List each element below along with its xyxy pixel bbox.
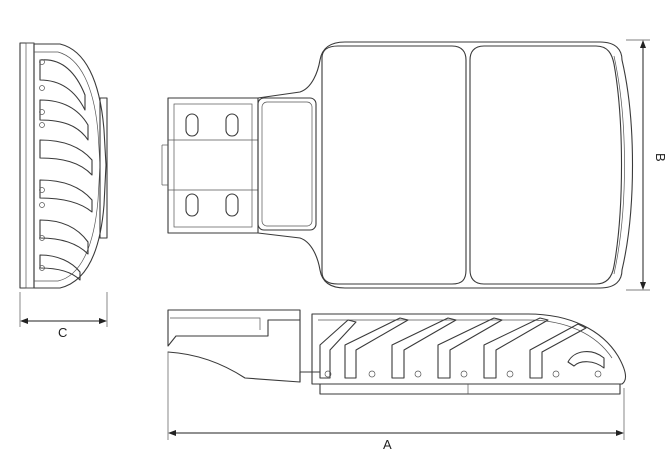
dimension-c-label: C [58, 325, 67, 340]
top-view: B [161, 39, 668, 291]
dimension-b-label: B [653, 153, 668, 162]
dimension-a-label: A [383, 437, 392, 452]
end-view: C [19, 42, 108, 340]
side-view: A [167, 309, 627, 452]
